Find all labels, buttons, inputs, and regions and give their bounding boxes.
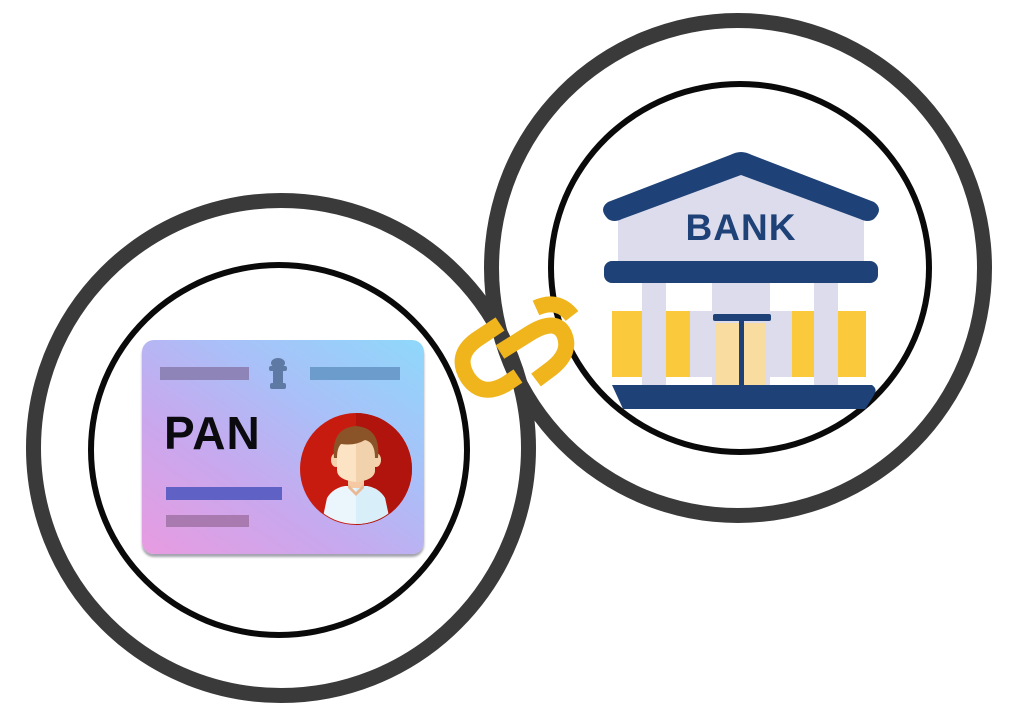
card-top-bar-left [160, 367, 249, 380]
person-avatar-icon [300, 413, 412, 525]
bank-graphic [603, 152, 879, 409]
national-emblem-icon [269, 358, 287, 389]
pan-card-icon: PAN [142, 340, 424, 554]
card-bottom-bar-secondary [166, 515, 249, 527]
avatar [299, 412, 413, 526]
bank-label: BANK [685, 207, 797, 248]
left-inner-ring [88, 262, 470, 638]
card-bottom-bar-primary [166, 487, 282, 500]
card-top-bar-right [310, 367, 400, 380]
right-inner-ring [548, 81, 932, 455]
bank-building-icon: BANK [596, 147, 886, 409]
chain-link-icon [440, 288, 600, 418]
pan-card-title: PAN [164, 407, 261, 459]
